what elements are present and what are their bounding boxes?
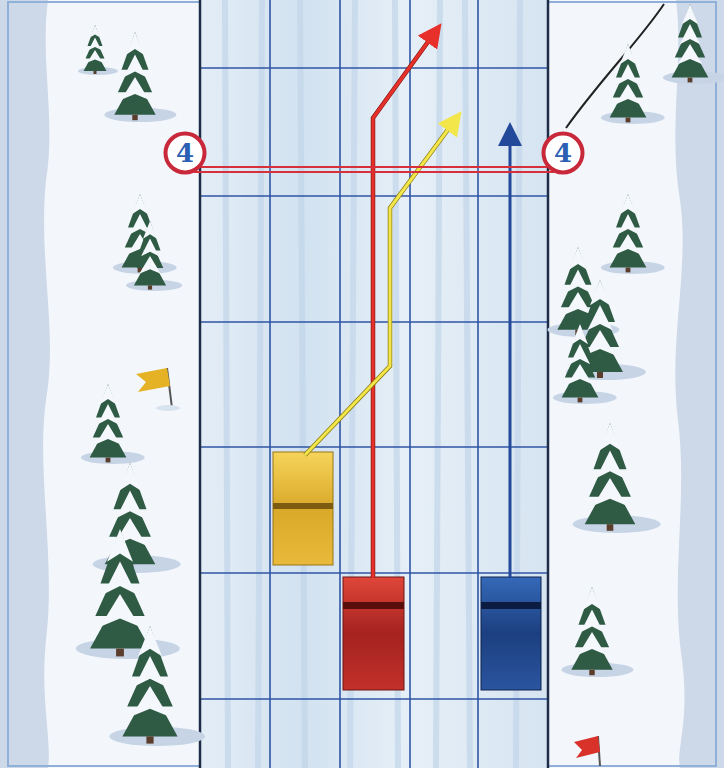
pine-tree bbox=[561, 587, 633, 677]
checkpoint-line bbox=[194, 167, 554, 172]
pine-tree bbox=[109, 626, 205, 746]
pine-tree bbox=[663, 4, 724, 84]
pine-tree bbox=[126, 221, 182, 291]
checkpoint-number: 4 bbox=[541, 131, 585, 175]
pine-tree bbox=[93, 463, 181, 573]
checkpoint-number: 4 bbox=[163, 131, 207, 175]
pine-tree bbox=[113, 194, 177, 274]
checkpoint-circle: 4 bbox=[541, 131, 585, 175]
pine-tree bbox=[573, 423, 661, 533]
pine-tree bbox=[104, 32, 176, 122]
pine-tree bbox=[76, 529, 180, 659]
pine-tree bbox=[547, 247, 619, 337]
pine-tree bbox=[81, 384, 145, 464]
pine-tree bbox=[601, 194, 665, 274]
pine-tree bbox=[601, 44, 665, 124]
checkpoint-circle: 4 bbox=[163, 131, 207, 175]
pine-tree bbox=[78, 25, 118, 75]
pine-tree bbox=[553, 324, 617, 404]
